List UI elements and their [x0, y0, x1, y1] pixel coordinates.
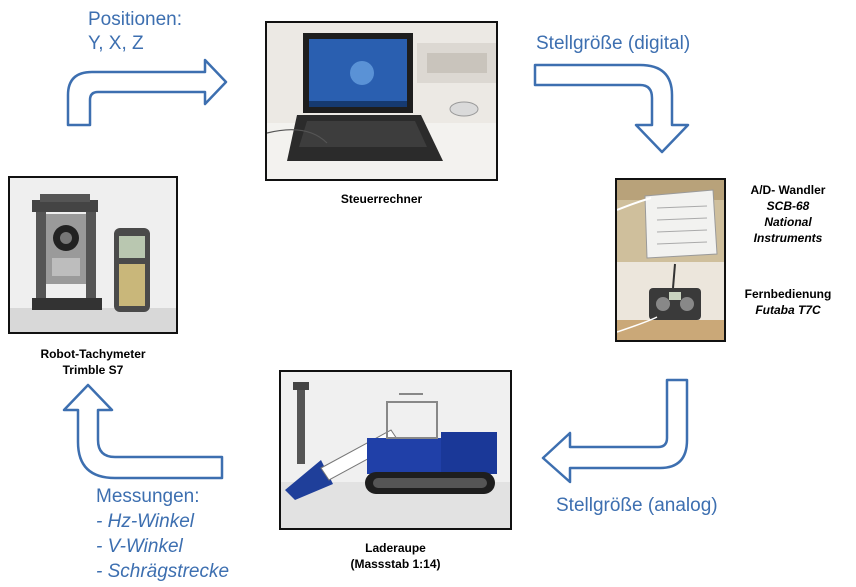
- converter-model: SCB-68: [766, 199, 810, 213]
- loader-scale: (Massstab 1:14): [350, 557, 441, 571]
- converter-title: A/D- Wandler: [750, 183, 826, 197]
- positions-label: Positionen: Y, X, Z: [88, 8, 182, 56]
- measurement-hz-angle: - Hz-Winkel: [96, 511, 194, 532]
- control-computer-caption: Steuerrechner: [340, 192, 423, 206]
- robotic-total-station-photo: [8, 176, 178, 334]
- digital-control-label: Stellgröße (digital): [536, 33, 691, 54]
- positions-title: Positionen:: [88, 9, 183, 30]
- remote-control-photo: [615, 262, 726, 342]
- converter-maker-1: National: [764, 215, 812, 229]
- converter-maker-2: Instruments: [753, 231, 823, 245]
- measurements-title: Messungen:: [96, 486, 200, 507]
- remote-model: Futaba T7C: [755, 303, 821, 317]
- measurement-v-angle: - V-Winkel: [96, 536, 183, 557]
- loader-name: Laderaupe: [365, 541, 426, 555]
- measurement-slope-distance: - Schrägstrecke: [96, 561, 230, 582]
- control-computer-photo: [265, 21, 498, 181]
- ad-converter-caption: A/D- Wandler SCB-68 National Instruments: [728, 182, 848, 246]
- crawler-loader-caption: Laderaupe (Massstab 1:14): [279, 540, 512, 572]
- robotic-total-station-caption: Robot-Tachymeter Trimble S7: [8, 346, 178, 378]
- tachymeter-name: Robot-Tachymeter: [40, 347, 146, 361]
- positions-values: Y, X, Z: [88, 33, 144, 54]
- tachymeter-model: Trimble S7: [62, 363, 124, 377]
- ad-converter-photo: [615, 178, 726, 264]
- analog-control-label: Stellgröße (analog): [556, 495, 718, 516]
- remote-title: Fernbedienung: [744, 287, 832, 301]
- crawler-loader-photo: [279, 370, 512, 530]
- remote-control-caption: Fernbedienung Futaba T7C: [726, 286, 850, 318]
- measurements-label: Messungen: - Hz-Winkel - V-Winkel - Schr…: [96, 484, 229, 584]
